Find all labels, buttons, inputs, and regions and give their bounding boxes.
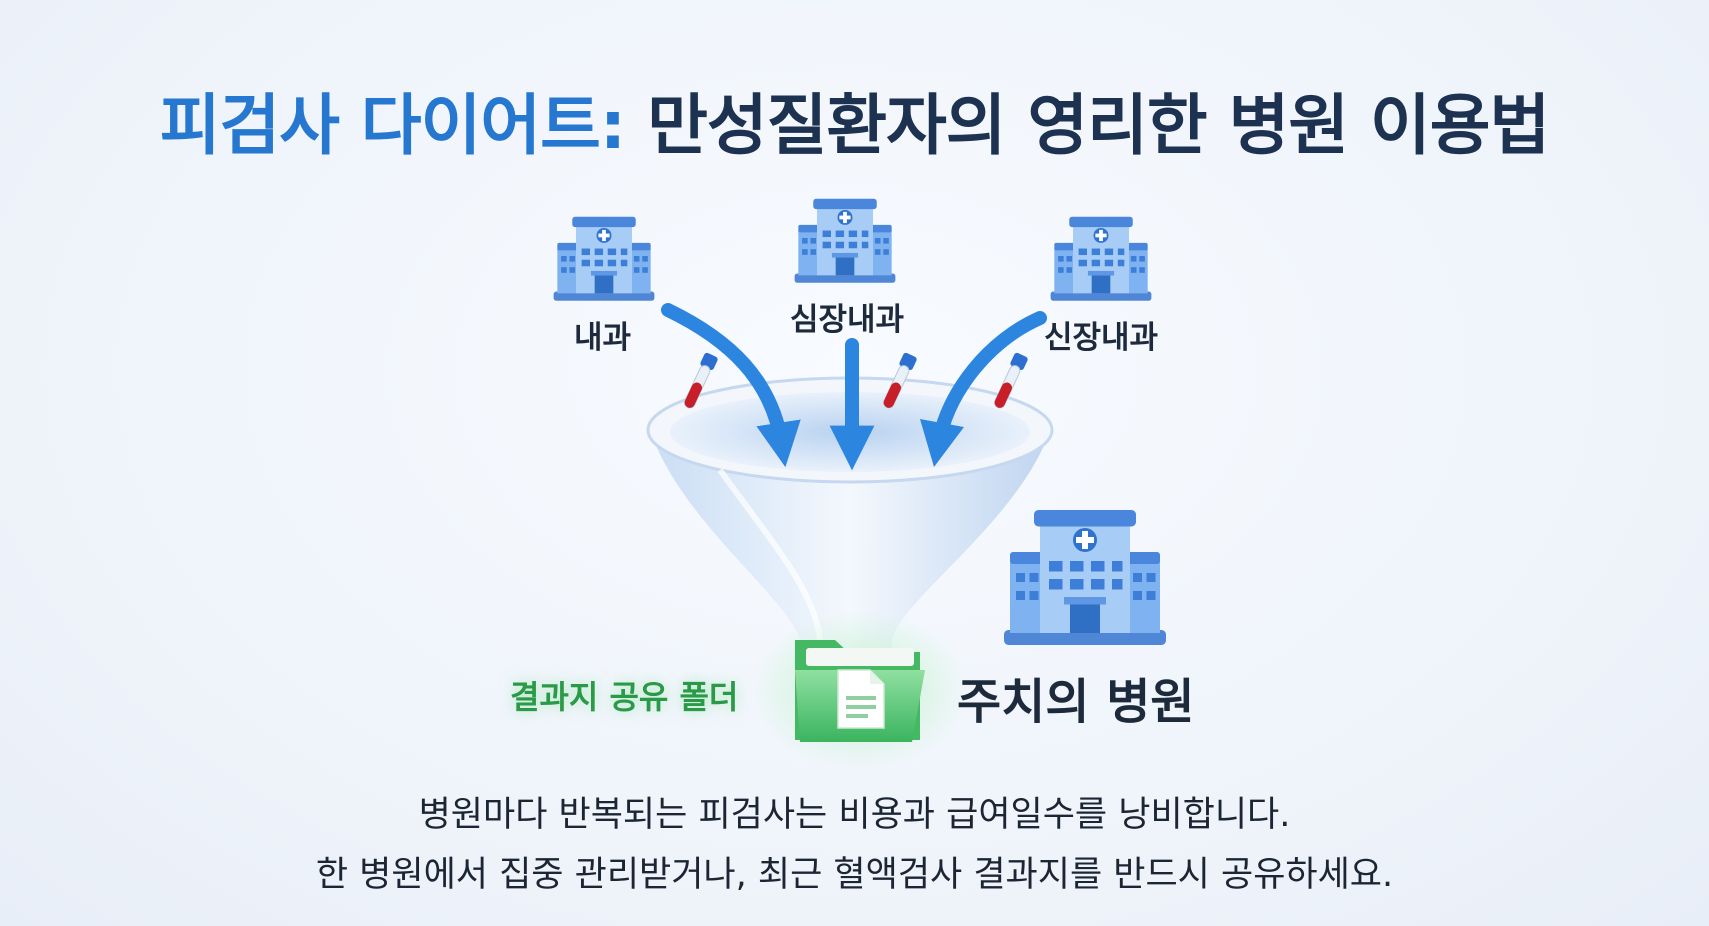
arrow-icon xyxy=(919,311,1047,468)
main-hospital-label: 주치의 병원 xyxy=(957,674,1195,730)
department-label: 내과 xyxy=(574,320,632,356)
hospital-icon xyxy=(1004,510,1166,645)
arrow-icon xyxy=(661,303,801,468)
hospital-icon xyxy=(1050,216,1152,301)
caption-line-2: 한 병원에서 집중 관리받거나, 최근 혈액검사 결과지를 반드시 공유하세요. xyxy=(315,855,1394,895)
hospital-icon xyxy=(553,216,655,301)
title-highlight: 피검사 다이어트: xyxy=(159,87,626,164)
title-main: 만성질환자의 영리한 병원 이용법 xyxy=(647,87,1550,164)
hospital-icon xyxy=(794,198,896,283)
department-label: 신장내과 xyxy=(1044,320,1159,356)
caption-line-1: 병원마다 반복되는 피검사는 비용과 급여일수를 낭비합니다. xyxy=(418,795,1291,835)
page-title: 피검사 다이어트: 만성질환자의 영리한 병원 이용법 xyxy=(0,72,1709,168)
document-icon xyxy=(837,669,885,729)
department-label: 심장내과 xyxy=(790,302,905,338)
folder-label: 결과지 공유 폴더 xyxy=(510,678,739,716)
